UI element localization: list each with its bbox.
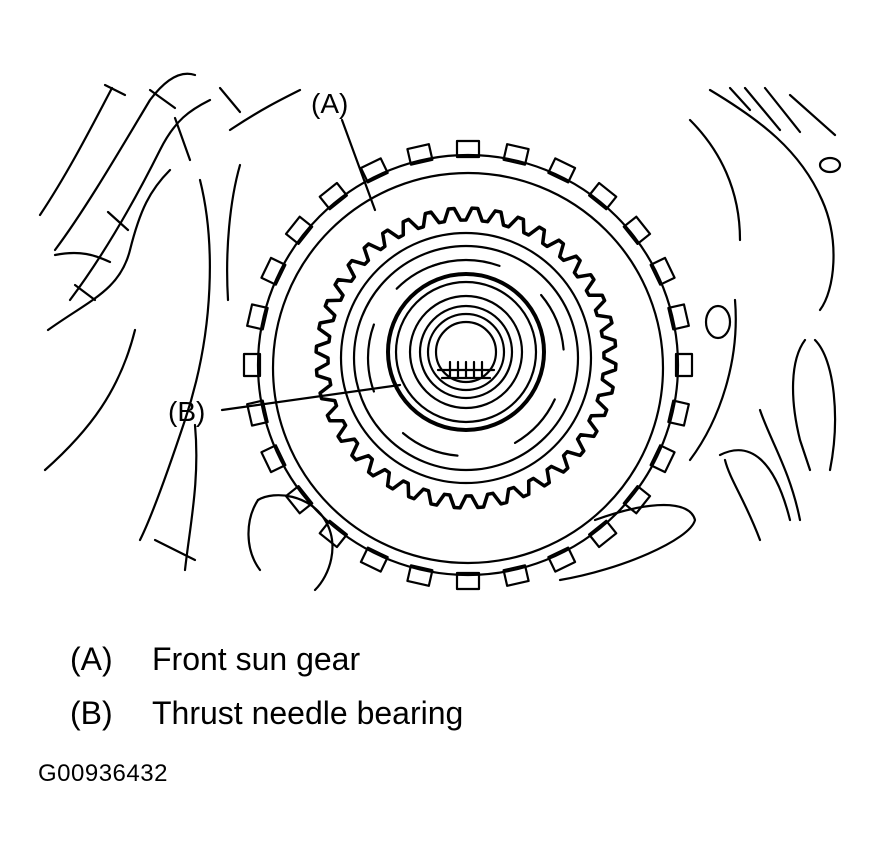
- legend-letter: (B): [70, 695, 113, 731]
- drum-tab: [260, 444, 287, 474]
- drum-tab: [649, 256, 676, 286]
- leader-line-a: [340, 118, 377, 212]
- legend-letter: (A): [70, 641, 113, 677]
- housing-left: [38, 72, 302, 572]
- drum-tab: [649, 444, 676, 474]
- drum-tab: [547, 546, 577, 573]
- drum-tab: [406, 143, 434, 166]
- gear-slot: [431, 258, 501, 267]
- drum-tab: [406, 564, 434, 587]
- drum-tab: [502, 143, 530, 166]
- drum-tab: [318, 181, 348, 211]
- gear-slot: [540, 293, 565, 351]
- drum-tab: [667, 399, 690, 427]
- thrust-needle-bearing: [386, 272, 546, 432]
- drum-tab: [284, 485, 314, 515]
- drum-tab: [502, 564, 530, 587]
- callout-a: (A): [311, 88, 349, 119]
- drum-tab: [455, 571, 481, 591]
- gear-slot: [395, 262, 442, 290]
- drum-tab: [622, 485, 652, 515]
- legend-text: Thrust needle bearing: [152, 695, 464, 731]
- drum-tab: [359, 546, 389, 573]
- gear-slot: [401, 432, 459, 457]
- drum-tab: [359, 157, 389, 184]
- drum-tab: [547, 157, 577, 184]
- drum-tab: [588, 181, 618, 211]
- housing-right: [558, 86, 842, 582]
- drum-tab: [455, 139, 481, 159]
- transmission-illustration: [38, 72, 842, 592]
- drum-tab: [667, 303, 690, 331]
- drum-tab: [260, 256, 287, 286]
- drum-tab: [674, 352, 694, 378]
- drum-tab: [318, 519, 348, 549]
- legend-item: (A) Front sun gear: [70, 643, 360, 675]
- gear-slot: [513, 398, 556, 444]
- figure-code: G00936432: [38, 760, 168, 787]
- legend-item: (B) Thrust needle bearing: [70, 697, 463, 729]
- drum-tab: [246, 399, 269, 427]
- drum-tab: [242, 352, 262, 378]
- drum-tab: [284, 215, 314, 245]
- housing-boss: [247, 494, 334, 592]
- leader-line-b: [220, 383, 402, 412]
- callout-b: (B): [168, 396, 206, 427]
- gear-slot: [366, 323, 375, 393]
- front-sun-gear: [314, 206, 618, 510]
- drum-tab: [588, 519, 618, 549]
- legend-text: Front sun gear: [152, 641, 361, 677]
- hub-bore: [436, 360, 496, 380]
- drum-tab: [622, 215, 652, 245]
- drum-tab: [246, 303, 269, 331]
- clutch-drum: [242, 139, 694, 591]
